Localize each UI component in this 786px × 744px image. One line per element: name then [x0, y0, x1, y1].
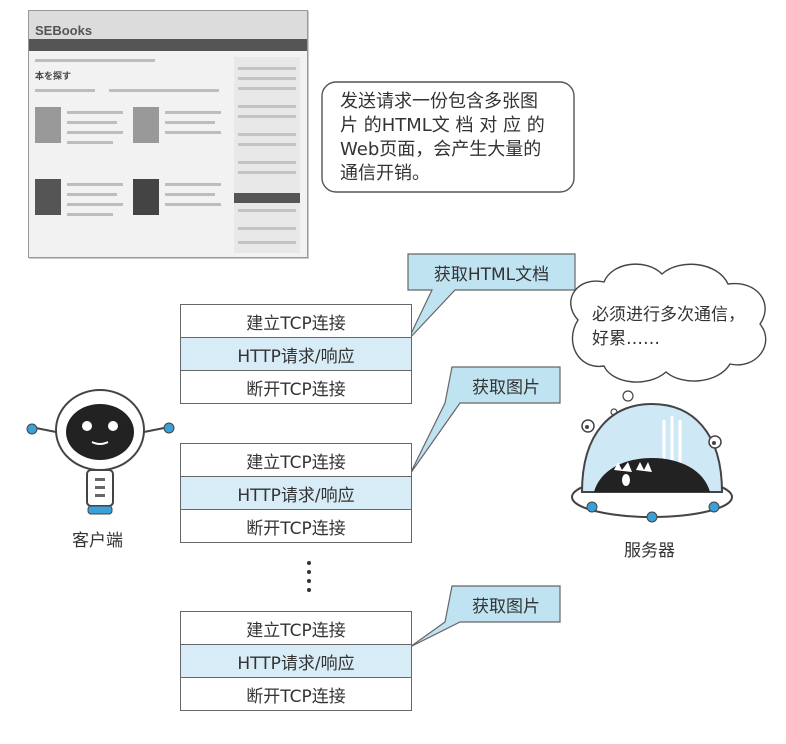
webpage-text-line — [165, 183, 221, 186]
callout-get-html — [407, 253, 576, 341]
seq3-connect: 建立TCP连接 — [180, 611, 412, 645]
callout-label-image-1: 获取图片 — [472, 378, 540, 398]
webpage-text-line — [67, 121, 117, 124]
webpage-header: SEBooks — [29, 11, 307, 39]
client-robot-icon — [26, 389, 175, 515]
seq1-disconnect: 断开TCP连接 — [180, 370, 412, 404]
seq3-disconnect: 断开TCP连接 — [180, 677, 412, 711]
webpage-text-line — [165, 203, 221, 206]
webpage-book-thumbnail — [35, 107, 61, 143]
seq1-request-response: HTTP请求/响应 — [180, 337, 412, 371]
note-line-4: 通信开销。 — [340, 163, 430, 184]
webpage-text-line — [67, 111, 123, 114]
note-bubble — [321, 81, 575, 193]
webpage-text-line — [67, 213, 113, 216]
note-line-2: 片 的HTML文 档 对 应 的 — [340, 115, 545, 136]
server-thought-line-1: 必须进行多次通信， — [592, 305, 745, 325]
webpage-text-line — [165, 121, 215, 124]
webpage-text-line — [109, 89, 219, 92]
webpage-breadcrumb — [35, 59, 155, 62]
seq1-connect: 建立TCP连接 — [180, 304, 412, 338]
callout-label-html: 获取HTML文档 — [433, 265, 550, 285]
webpage-nav-bar — [29, 39, 307, 51]
webpage-text-line — [165, 111, 221, 114]
client-label: 客户端 — [72, 531, 123, 551]
webpage-text-line — [67, 203, 123, 206]
webpage-text-line — [165, 193, 215, 196]
ellipsis-dots — [307, 561, 311, 592]
server-robot-icon — [571, 402, 733, 523]
webpage-heading: 本を探す — [35, 72, 72, 82]
webpage-text-line — [67, 193, 117, 196]
webpage-book-thumbnail — [133, 107, 159, 143]
webpage-text-line — [67, 131, 123, 134]
callout-get-image-2 — [409, 585, 561, 648]
webpage-logo: SEBooks — [35, 23, 93, 38]
webpage-text-line — [67, 183, 123, 186]
seq2-disconnect: 断开TCP连接 — [180, 509, 412, 543]
webpage-sidebar — [234, 57, 300, 253]
webpage-screenshot: SEBooks 本を探す — [28, 10, 308, 258]
server-thought-bubble — [570, 263, 767, 416]
webpage-book-thumbnail — [35, 179, 61, 215]
server-label: 服务器 — [624, 541, 675, 561]
seq3-request-response: HTTP请求/响应 — [180, 644, 412, 678]
webpage-text-line — [67, 141, 113, 144]
note-line-3: Web页面，会产生大量的 — [340, 139, 542, 160]
callout-label-image-2: 获取图片 — [472, 597, 540, 617]
callout-get-image-1 — [409, 366, 561, 475]
seq2-request-response: HTTP请求/响应 — [180, 476, 412, 510]
webpage-text-line — [35, 89, 95, 92]
webpage-text-line — [165, 131, 221, 134]
seq2-connect: 建立TCP连接 — [180, 443, 412, 477]
webpage-book-thumbnail — [133, 179, 159, 215]
note-line-1: 发送请求一份包含多张图 — [340, 91, 538, 112]
server-thought-line-2: 好累…… — [592, 329, 660, 349]
